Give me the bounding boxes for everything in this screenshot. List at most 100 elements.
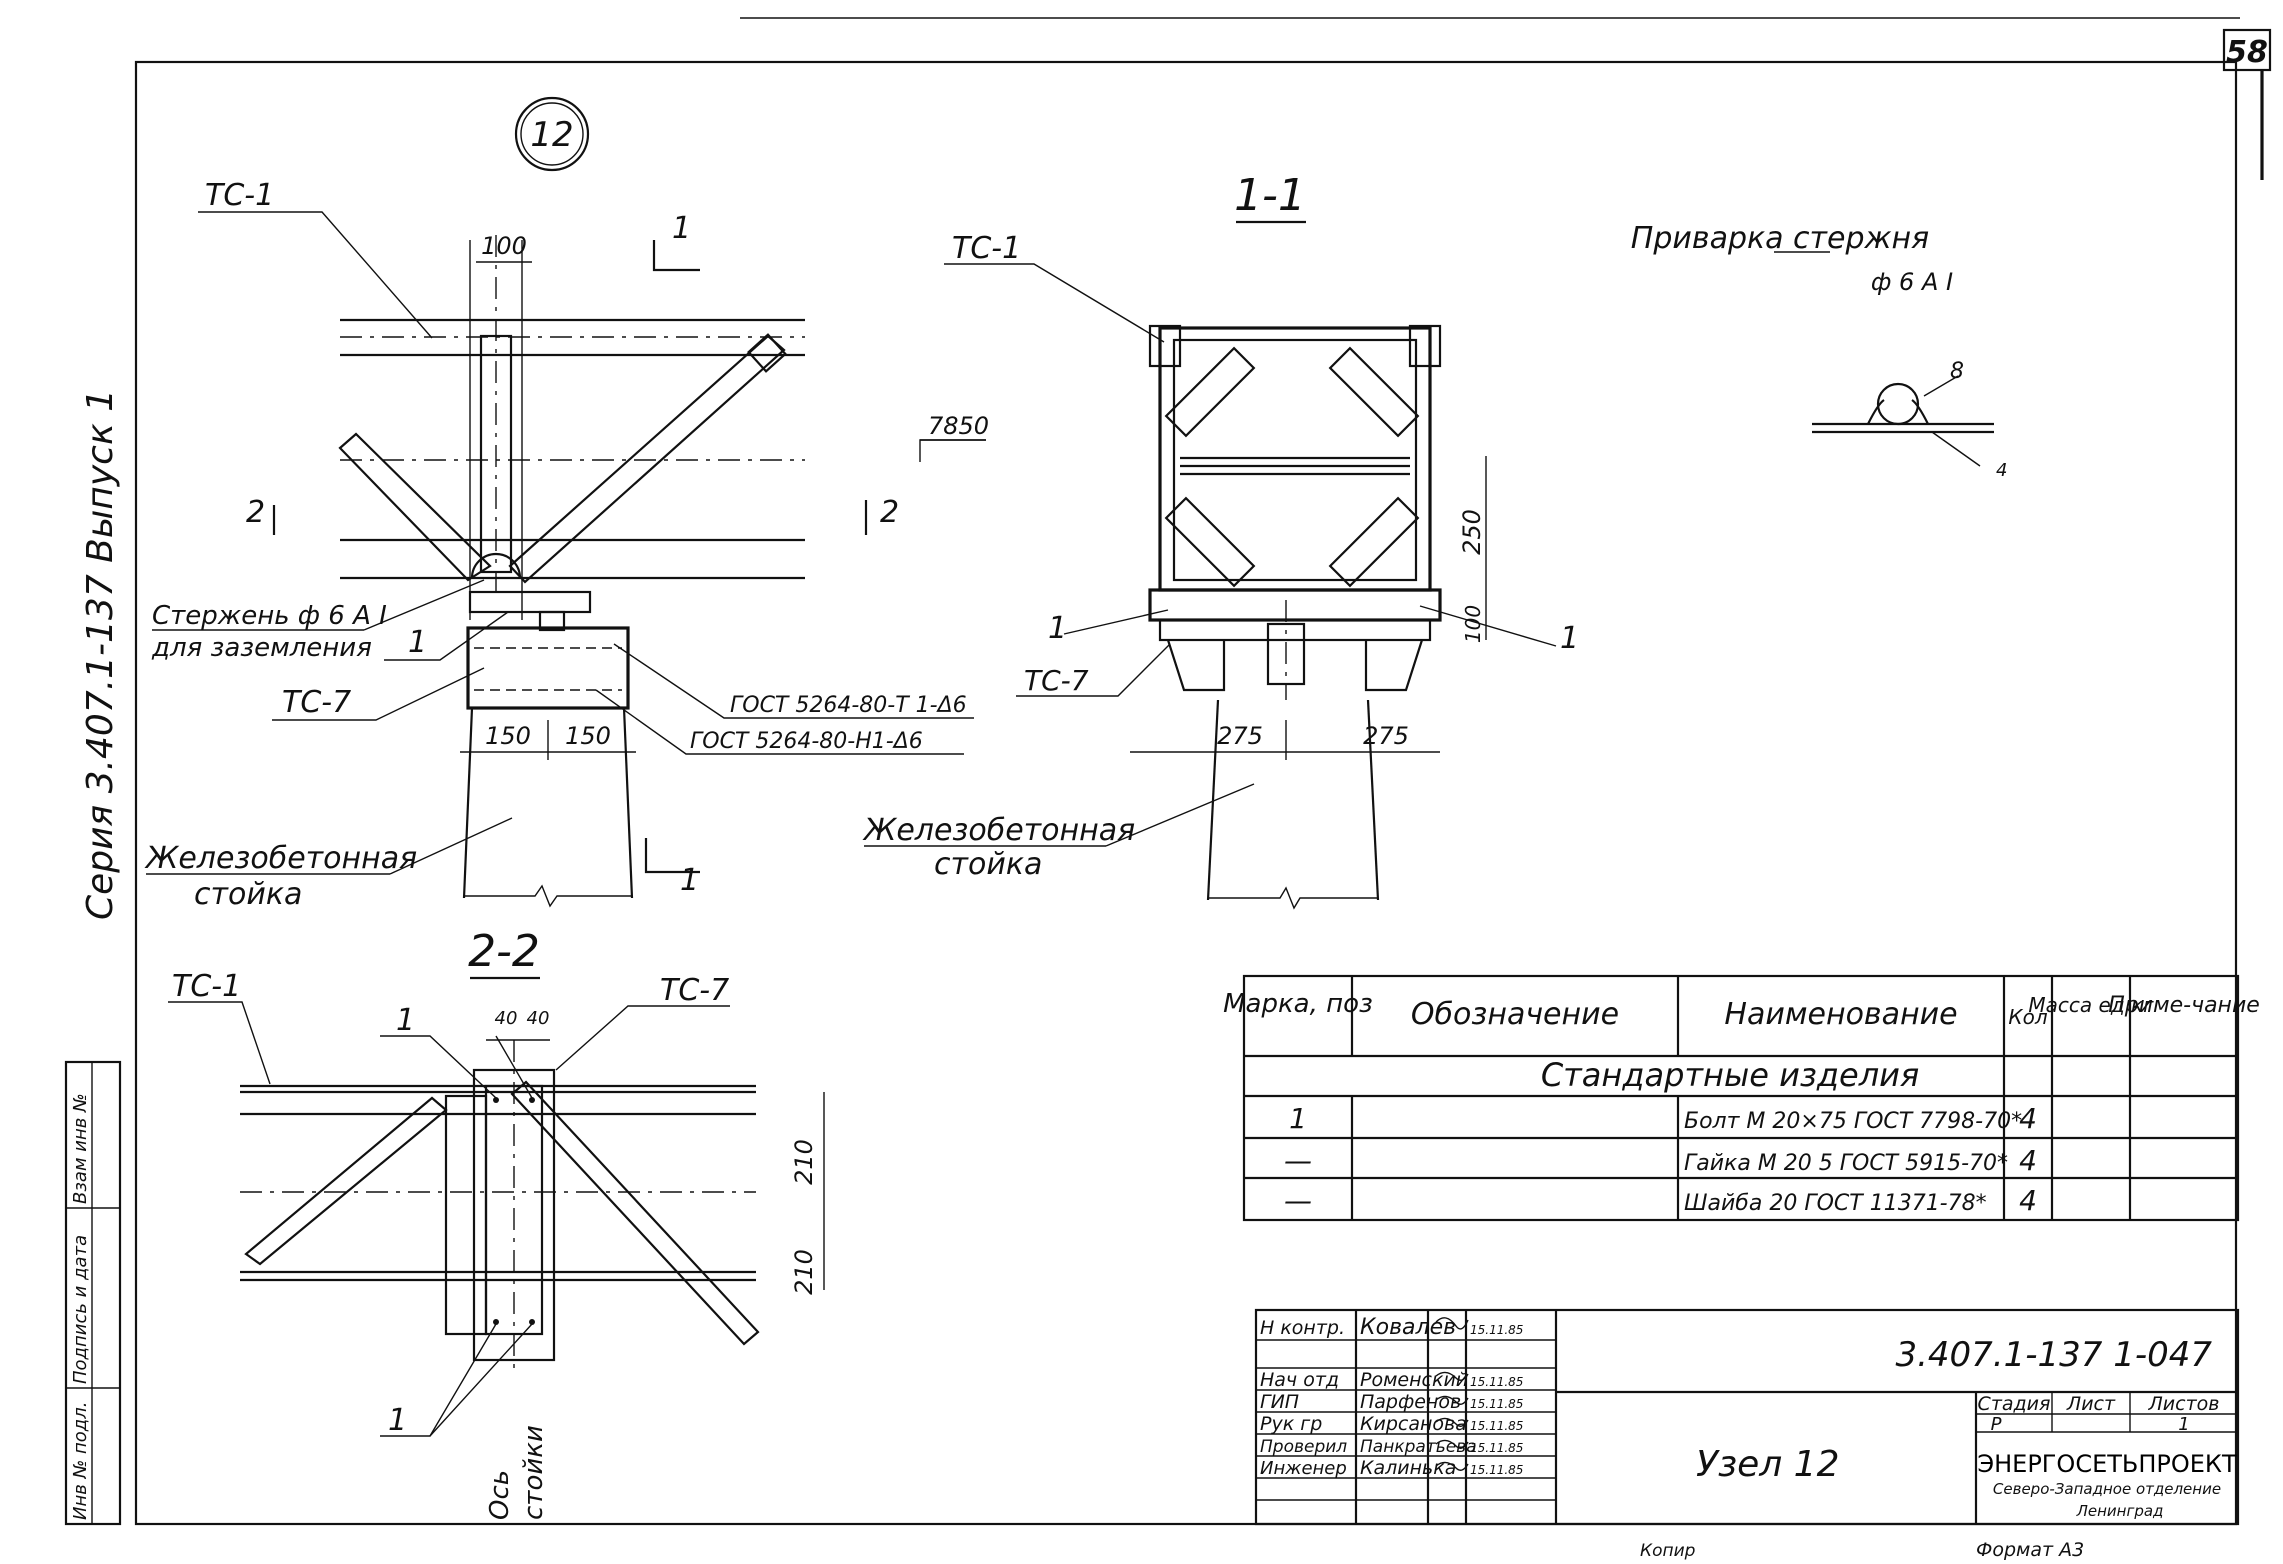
tb-doc-code: 3.407.1-137 1-047 [1895,1335,2212,1375]
tb-org-3: Ленинград [2076,1502,2164,1520]
elev-post-label-2: стойка [194,877,302,912]
rod-leader [363,579,485,631]
spec-header-mark: Марка, поз [1223,989,1373,1019]
rod-label-1: Стержень ф 6 А I [152,601,387,631]
tb-name-7: Калинька [1360,1457,1456,1479]
s11-pos-right-leader [1419,605,1557,647]
tb-date-4: 15.11.85 [1470,1397,1523,1411]
level-mark-leader [919,439,986,462]
tb-org-2: Северо-Западное отделение [1993,1480,2221,1498]
elev-pos-1: 1 [408,625,427,660]
page-number: 58 [2226,35,2268,70]
elev-tc1-label: ТС-1 [205,178,274,213]
section-22-title: 2-2 [468,926,540,977]
weld-subtitle: ф 6 А I [1871,268,1953,296]
tb-role-1: Н контр. [1260,1317,1345,1339]
node-badge-inner [520,102,584,166]
tb-copied: Копир [1640,1541,1696,1561]
tb-sheet-label: Лист [2066,1393,2116,1415]
s22-dim-40-b: 40 [527,1008,550,1029]
s22-tc1-label: ТС-1 [172,969,241,1004]
s22-pos-bottom: 1 [388,1403,407,1438]
tb-title: Узел 12 [1696,1444,1840,1485]
tb-name-4: Парфенов [1360,1391,1461,1413]
spec-header-designation: Обозначение [1411,997,1619,1032]
elev-dim-100: 100 [481,232,527,260]
tb-date-1: 15.11.85 [1470,1323,1523,1337]
s11-dim-250: 250 [1458,509,1486,555]
s11-tc1-label: ТС-1 [952,231,1021,266]
elev-tc7-leader [272,667,485,721]
tb-org-1: ЭНЕРГОСЕТЬПРОЕКТ [1977,1450,2237,1478]
spec-row-1-qty: 4 [2019,1102,2037,1135]
weld-dim-8: 8 [1950,359,1964,384]
tb-name-6: Панкратьева [1360,1437,1477,1457]
weld-detail-drawing [1812,375,1994,467]
section-22-view [240,1040,760,1370]
s11-tc7-leader [1016,643,1171,697]
side-stamp-replaced: Взам инв № [70,1093,91,1204]
elev-pos-1-leader [384,611,509,661]
section-11-title: 1-1 [1234,170,1306,221]
s22-pos-top-leader-2 [495,1035,533,1099]
tb-role-4: ГИП [1260,1391,1299,1413]
spec-header-mass: Масса ед кг [2028,993,2154,1017]
gost-1: ГОСТ 5264-80-Т 1-Δ6 [730,693,967,718]
s22-axis-1: Ось [485,1470,515,1520]
tb-date-3: 15.11.85 [1470,1375,1523,1389]
s11-dim-275-b: 275 [1363,722,1409,750]
elev-post-label-1: Железобетонная [144,841,417,876]
s22-pos-top-leader [380,1035,497,1099]
s22-pos-top: 1 [396,1003,415,1038]
sheet-frame [134,60,2238,1526]
spec-row-3-qty: 4 [2019,1184,2037,1217]
s11-post-label-1: Железобетонная [862,813,1135,848]
elev-section-1-bot [644,838,700,874]
gost-1-leader [613,643,974,719]
s22-tc1-leader [168,1001,271,1085]
tb-sheets: 1 [2178,1414,2189,1435]
s22-tc7-label: ТС-7 [660,973,729,1008]
tb-stage: Р [1991,1414,2002,1435]
tb-role-5: Рук гр [1260,1413,1322,1435]
tb-sheets-label: Листов [2148,1393,2220,1415]
tb-name-5: Кирсанова [1360,1413,1467,1435]
tb-role-3: Нач отд [1260,1369,1339,1391]
spec-row-1-mark: 1 [1289,1102,1307,1135]
tb-date-6: 15.11.85 [1470,1441,1523,1455]
elev-section-1-top-label: 1 [672,211,691,246]
spec-row-2-mark: — [1284,1144,1312,1177]
tb-stage-label: Стадия [1978,1393,2051,1415]
elev-section-2-right-label: 2 [880,495,899,530]
tb-name-1: Ковалев [1360,1315,1456,1340]
spec-row-2-name: Гайка М 20 5 ГОСТ 5915-70* [1684,1151,2008,1176]
spec-row-3-mark: — [1284,1184,1312,1217]
tb-role-6: Проверил [1260,1437,1347,1457]
spec-header-note: Приме-чание [2108,993,2260,1018]
elev-tc1-leader [198,211,433,339]
elev-section-2-left-label: 2 [246,495,265,530]
series-label: Серия 3.407.1-137 Выпуск 1 [80,389,121,920]
gost-2: ГОСТ 5264-80-Н1-Δ6 [690,729,923,754]
title-block [1254,1308,2240,1526]
s22-pos-bottom-leader-2 [429,1323,533,1437]
rod-label-2: для заземления [151,633,372,663]
node-badge-circle [514,96,590,172]
elev-dim-150-a: 150 [485,722,531,750]
spec-header-qty: Кол [2008,1005,2047,1029]
side-stamp-inv: Инв № подл. [70,1402,91,1520]
s11-pos-left-leader [1063,609,1169,635]
elev-post-leader [389,817,513,875]
s11-post-label-2: стойка [934,847,1042,882]
tb-date-7: 15.11.85 [1470,1463,1523,1477]
tb-format: Формат А3 [1976,1539,2084,1561]
s11-dim-275-a: 275 [1217,722,1263,750]
spec-header-name: Наименование [1724,997,1957,1032]
spec-section-title: Стандартные изделия [1541,1056,1919,1094]
level-mark: 7850 [928,412,989,440]
s11-tc1-leader [944,263,1165,343]
tb-name-3: Роменский [1360,1369,1468,1391]
tb-role-7: Инженер [1260,1458,1347,1479]
elev-tc7-label: ТС-7 [282,685,351,720]
